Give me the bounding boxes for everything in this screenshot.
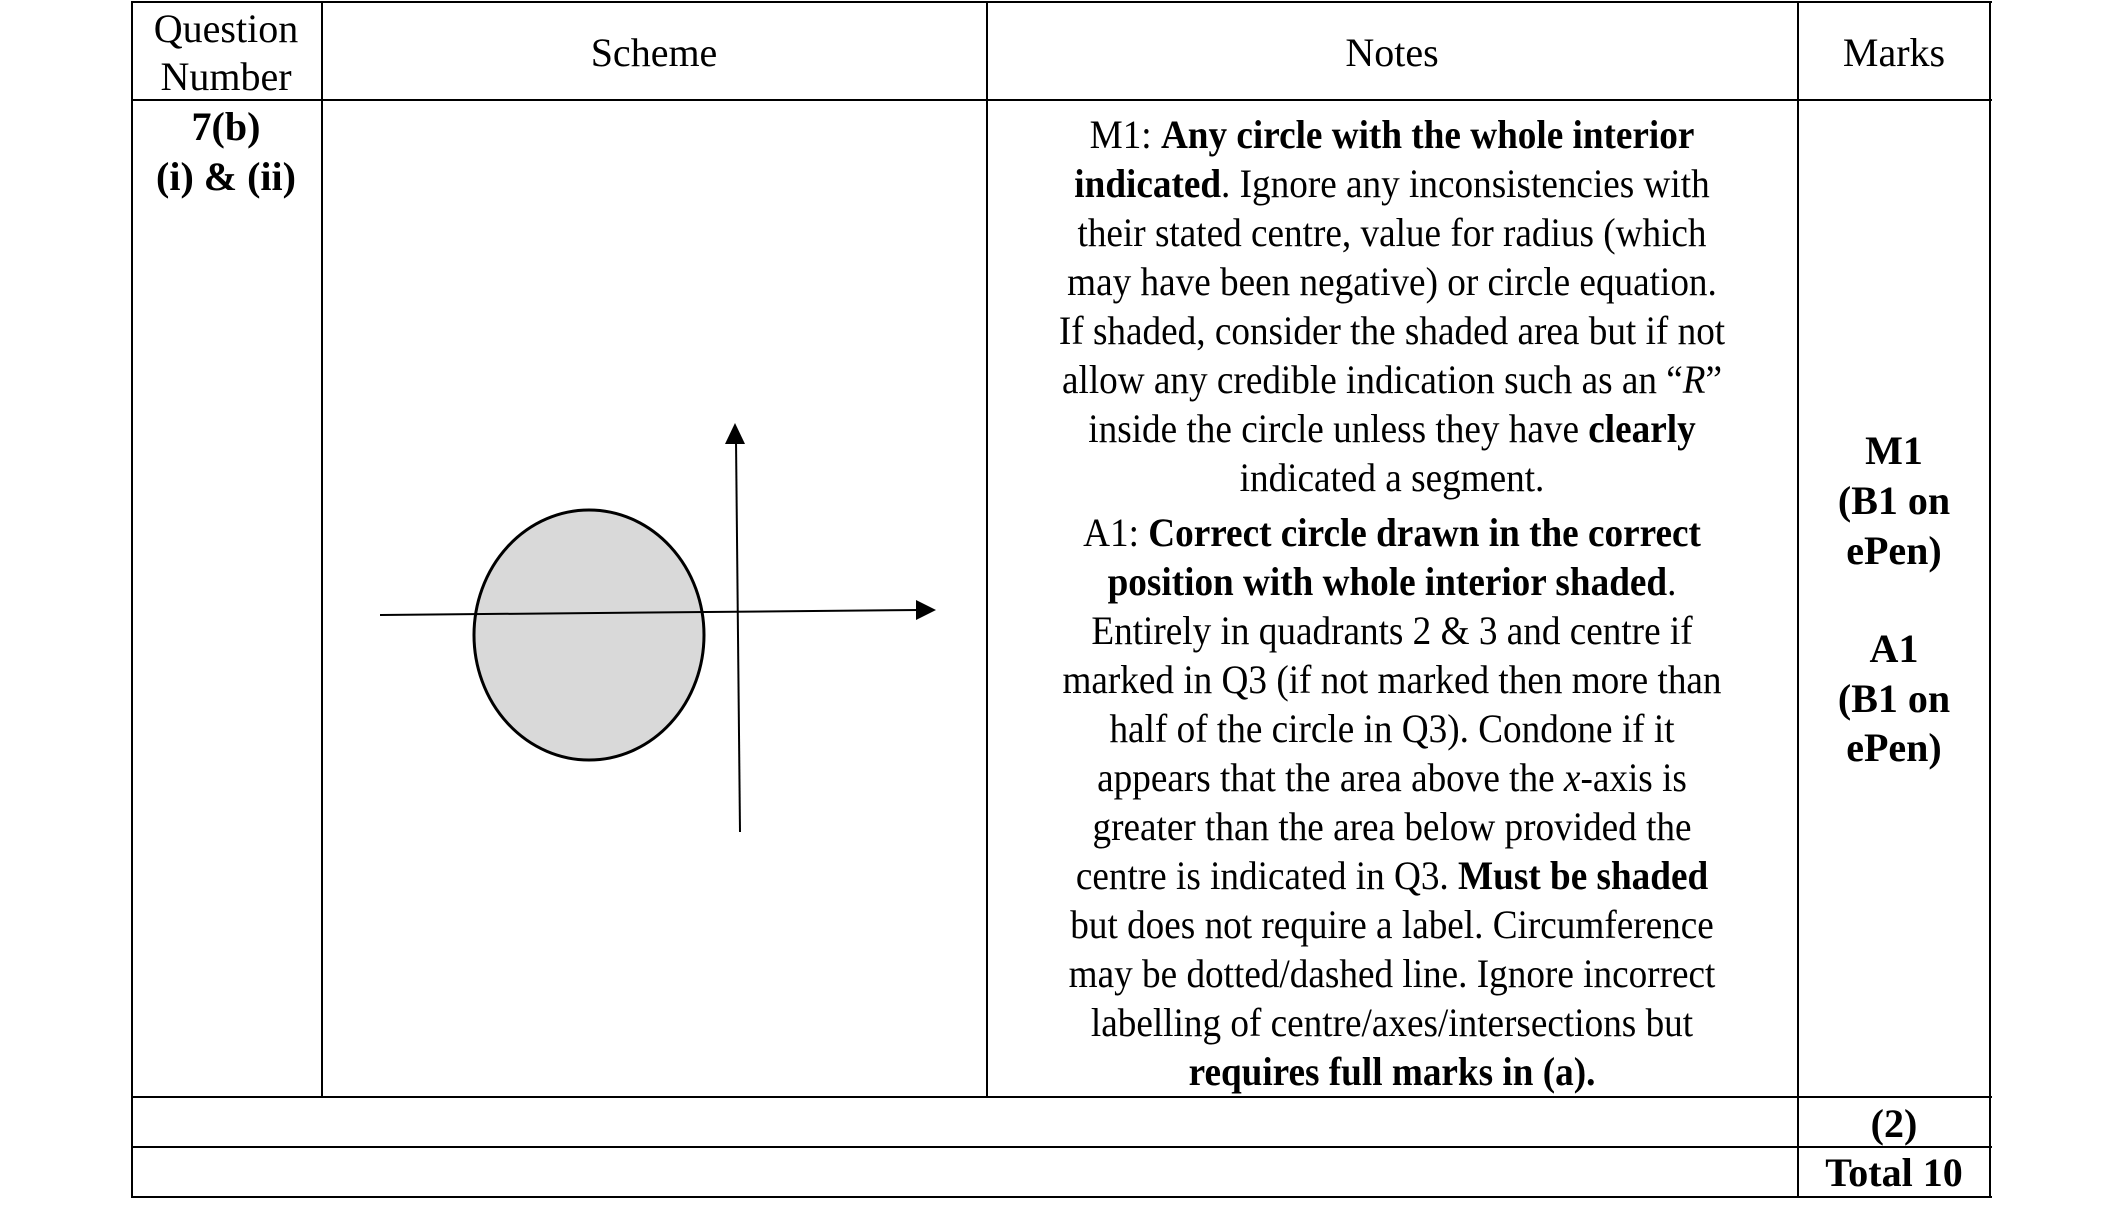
mark-line: (B1 on <box>1837 676 1951 721</box>
notes-segment: their stated centre, value for radius (w… <box>1077 210 1707 255</box>
mark-line: ePen) <box>1846 725 1942 770</box>
header-scheme: Scheme <box>590 30 718 75</box>
shaded-circle <box>472 508 706 762</box>
notes-segment: may have been negative) or circle equati… <box>1067 259 1717 304</box>
table-border-top <box>131 1 1992 3</box>
x-axis-arrow-icon <box>916 600 936 620</box>
header-question-number-2: Number <box>160 54 292 99</box>
notes-segment: allow any credible indication such as an… <box>1061 357 1683 402</box>
notes-segment: Entirely in quadrants 2 & 3 and centre i… <box>1091 608 1693 653</box>
table-border-right <box>1989 1 1991 1198</box>
notes-segment: clearly <box>1588 406 1696 451</box>
notes-segment: Any circle with the whole interior <box>1160 112 1695 157</box>
body-divider <box>131 1096 1992 1098</box>
question-part: (i) & (ii) <box>156 154 296 199</box>
notes-segment: . <box>1667 559 1677 604</box>
notes-segment: ” <box>1705 357 1723 402</box>
notes-segment: -axis is <box>1580 755 1687 800</box>
mark-line: (B1 on <box>1837 478 1951 523</box>
notes-segment: appears that the area above the <box>1097 755 1564 800</box>
mark-line: M1 <box>1865 428 1923 473</box>
mark-line: ePen) <box>1846 528 1942 573</box>
notes-segment: position with whole interior shaded <box>1107 559 1668 604</box>
col-divider-scheme <box>986 1 988 1098</box>
notes-segment: indicated a segment. <box>1239 455 1545 500</box>
notes-segment: labelling of centre/axes/intersections b… <box>1090 1000 1694 1045</box>
notes-segment: M1: <box>1089 112 1161 157</box>
y-axis-arrow-icon <box>725 423 745 444</box>
notes-segment: marked in Q3 (if not marked then more th… <box>1062 657 1722 702</box>
subtotal-divider <box>131 1146 1992 1148</box>
notes-segment: x <box>1563 755 1581 800</box>
notes-segment: but does not require a label. Circumfere… <box>1070 902 1714 947</box>
notes-segment: If shaded, consider the shaded area but … <box>1058 308 1726 353</box>
notes-segment: A1: <box>1083 510 1149 555</box>
notes-segment: may be dotted/dashed line. Ignore incorr… <box>1068 951 1716 996</box>
notes-segment: half of the circle in Q3). Condone if it <box>1109 706 1675 751</box>
col-divider-question <box>321 1 323 1098</box>
notes-segment: R <box>1682 357 1706 402</box>
y-axis <box>735 439 741 833</box>
notes-segment: indicated <box>1074 161 1222 206</box>
question-number: 7(b) <box>191 104 261 149</box>
header-question-number: Question <box>153 6 299 51</box>
table-border-bottom <box>131 1196 1992 1198</box>
col-divider-notes <box>1797 1 1799 1198</box>
total-marks: Total 10 <box>1825 1150 1963 1195</box>
header-divider <box>131 99 1992 101</box>
circle-diagram <box>379 423 936 833</box>
notes-segment: requires full marks in (a). <box>1188 1049 1596 1094</box>
notes-segment: Correct circle drawn in the correct <box>1148 510 1701 555</box>
table-border-left <box>131 1 133 1198</box>
notes-segment: greater than the area below provided the <box>1092 804 1692 849</box>
notes-segment: Must be shaded <box>1458 853 1709 898</box>
x-axis <box>379 609 921 616</box>
notes-segment: inside the circle unless they have <box>1088 406 1589 451</box>
notes-segment: . Ignore any inconsistencies with <box>1221 161 1710 206</box>
header-marks: Marks <box>1842 30 1946 75</box>
notes-segment: centre is indicated in Q3. <box>1075 853 1459 898</box>
mark-line: A1 <box>1869 626 1919 671</box>
subtotal-marks: (2) <box>1870 1101 1918 1146</box>
header-notes: Notes <box>1345 30 1439 75</box>
